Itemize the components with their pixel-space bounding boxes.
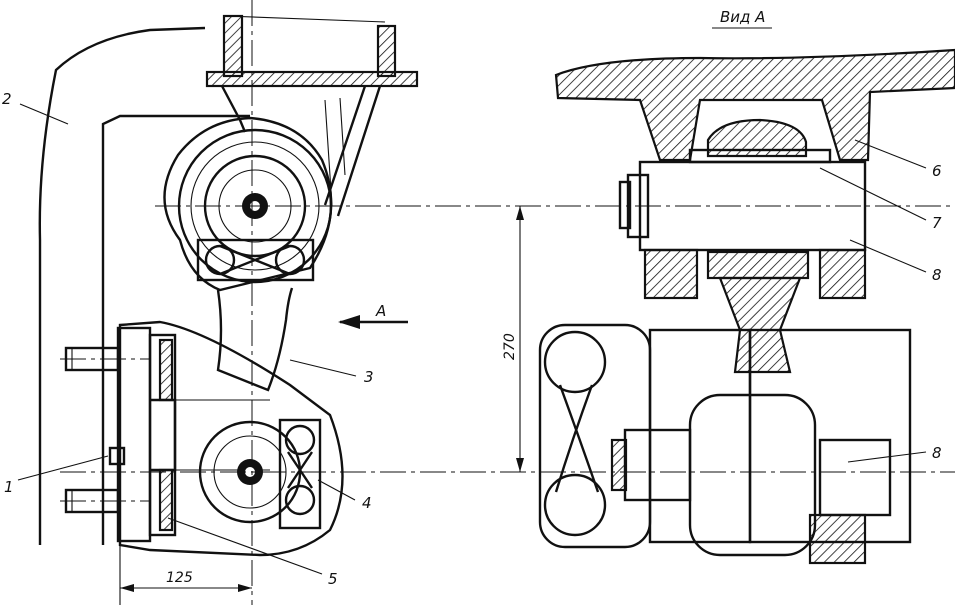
upper-plate — [205, 70, 419, 88]
callout-4: 4 — [362, 494, 372, 512]
callout-7: 7 — [932, 214, 942, 232]
bracket-strut — [323, 85, 382, 217]
dimension-270-label: 270 — [502, 333, 518, 360]
callout-5: 5 — [328, 570, 338, 588]
upper-pipe-right — [376, 24, 397, 78]
dimension-125-label: 125 — [166, 570, 193, 586]
lower-block — [538, 323, 912, 565]
frame-outline — [38, 26, 206, 545]
bracket-left-leg — [220, 85, 247, 133]
frame-section — [554, 48, 955, 162]
callout-8-upper: 8 — [932, 266, 942, 284]
view-a: Вид А — [502, 8, 955, 565]
dimension-270: 270 — [502, 206, 524, 472]
frame-inner-edge — [101, 114, 250, 545]
upper-bolts — [196, 238, 315, 282]
lower-bracket — [64, 320, 344, 557]
view-arrow: А — [338, 302, 408, 329]
dimension-125: 125 — [119, 545, 252, 605]
callout-3: 3 — [364, 368, 374, 386]
upper-eye — [163, 116, 333, 292]
lower-bolts — [278, 418, 322, 530]
callout-6: 6 — [932, 162, 942, 180]
arrow-label: А — [375, 302, 386, 320]
callout-8-lower: 8 — [932, 444, 942, 462]
side-view: А 125 — [38, 0, 955, 605]
link-rod — [216, 287, 294, 392]
callouts: 2 1 3 4 5 6 7 8 8 — [2, 90, 942, 588]
callout-1: 1 — [4, 478, 14, 496]
upper-pipe-left — [222, 14, 244, 78]
callout-2: 2 — [2, 90, 12, 108]
view-title: Вид А — [720, 8, 765, 26]
